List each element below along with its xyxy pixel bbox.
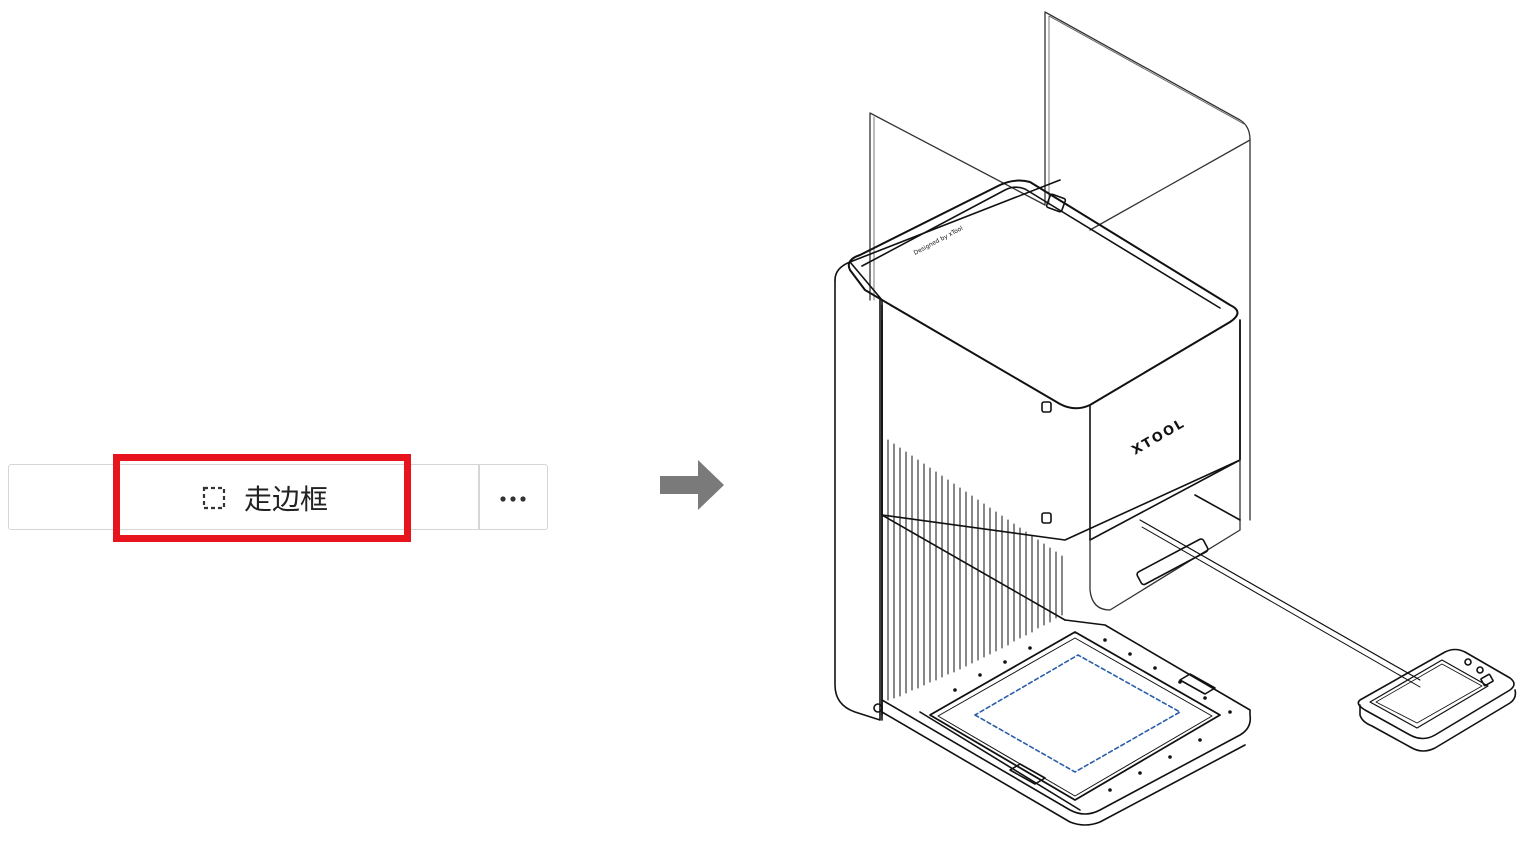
framing-button[interactable]: 走边框: [150, 474, 380, 522]
dashed-frame-icon: [202, 486, 226, 510]
lid-text: Designed by xTool: [913, 225, 965, 257]
arrow-right-icon: [658, 458, 728, 512]
ellipsis-icon: [498, 488, 528, 507]
more-options-button[interactable]: [480, 466, 546, 528]
action-toolbar: [8, 464, 548, 530]
laser-machine-illustration: Designed by xTool XTOOL: [820, 0, 1520, 837]
brand-text: XTOOL: [1130, 416, 1189, 459]
toolbar-divider: [478, 464, 480, 530]
framing-label: 走边框: [243, 483, 328, 516]
